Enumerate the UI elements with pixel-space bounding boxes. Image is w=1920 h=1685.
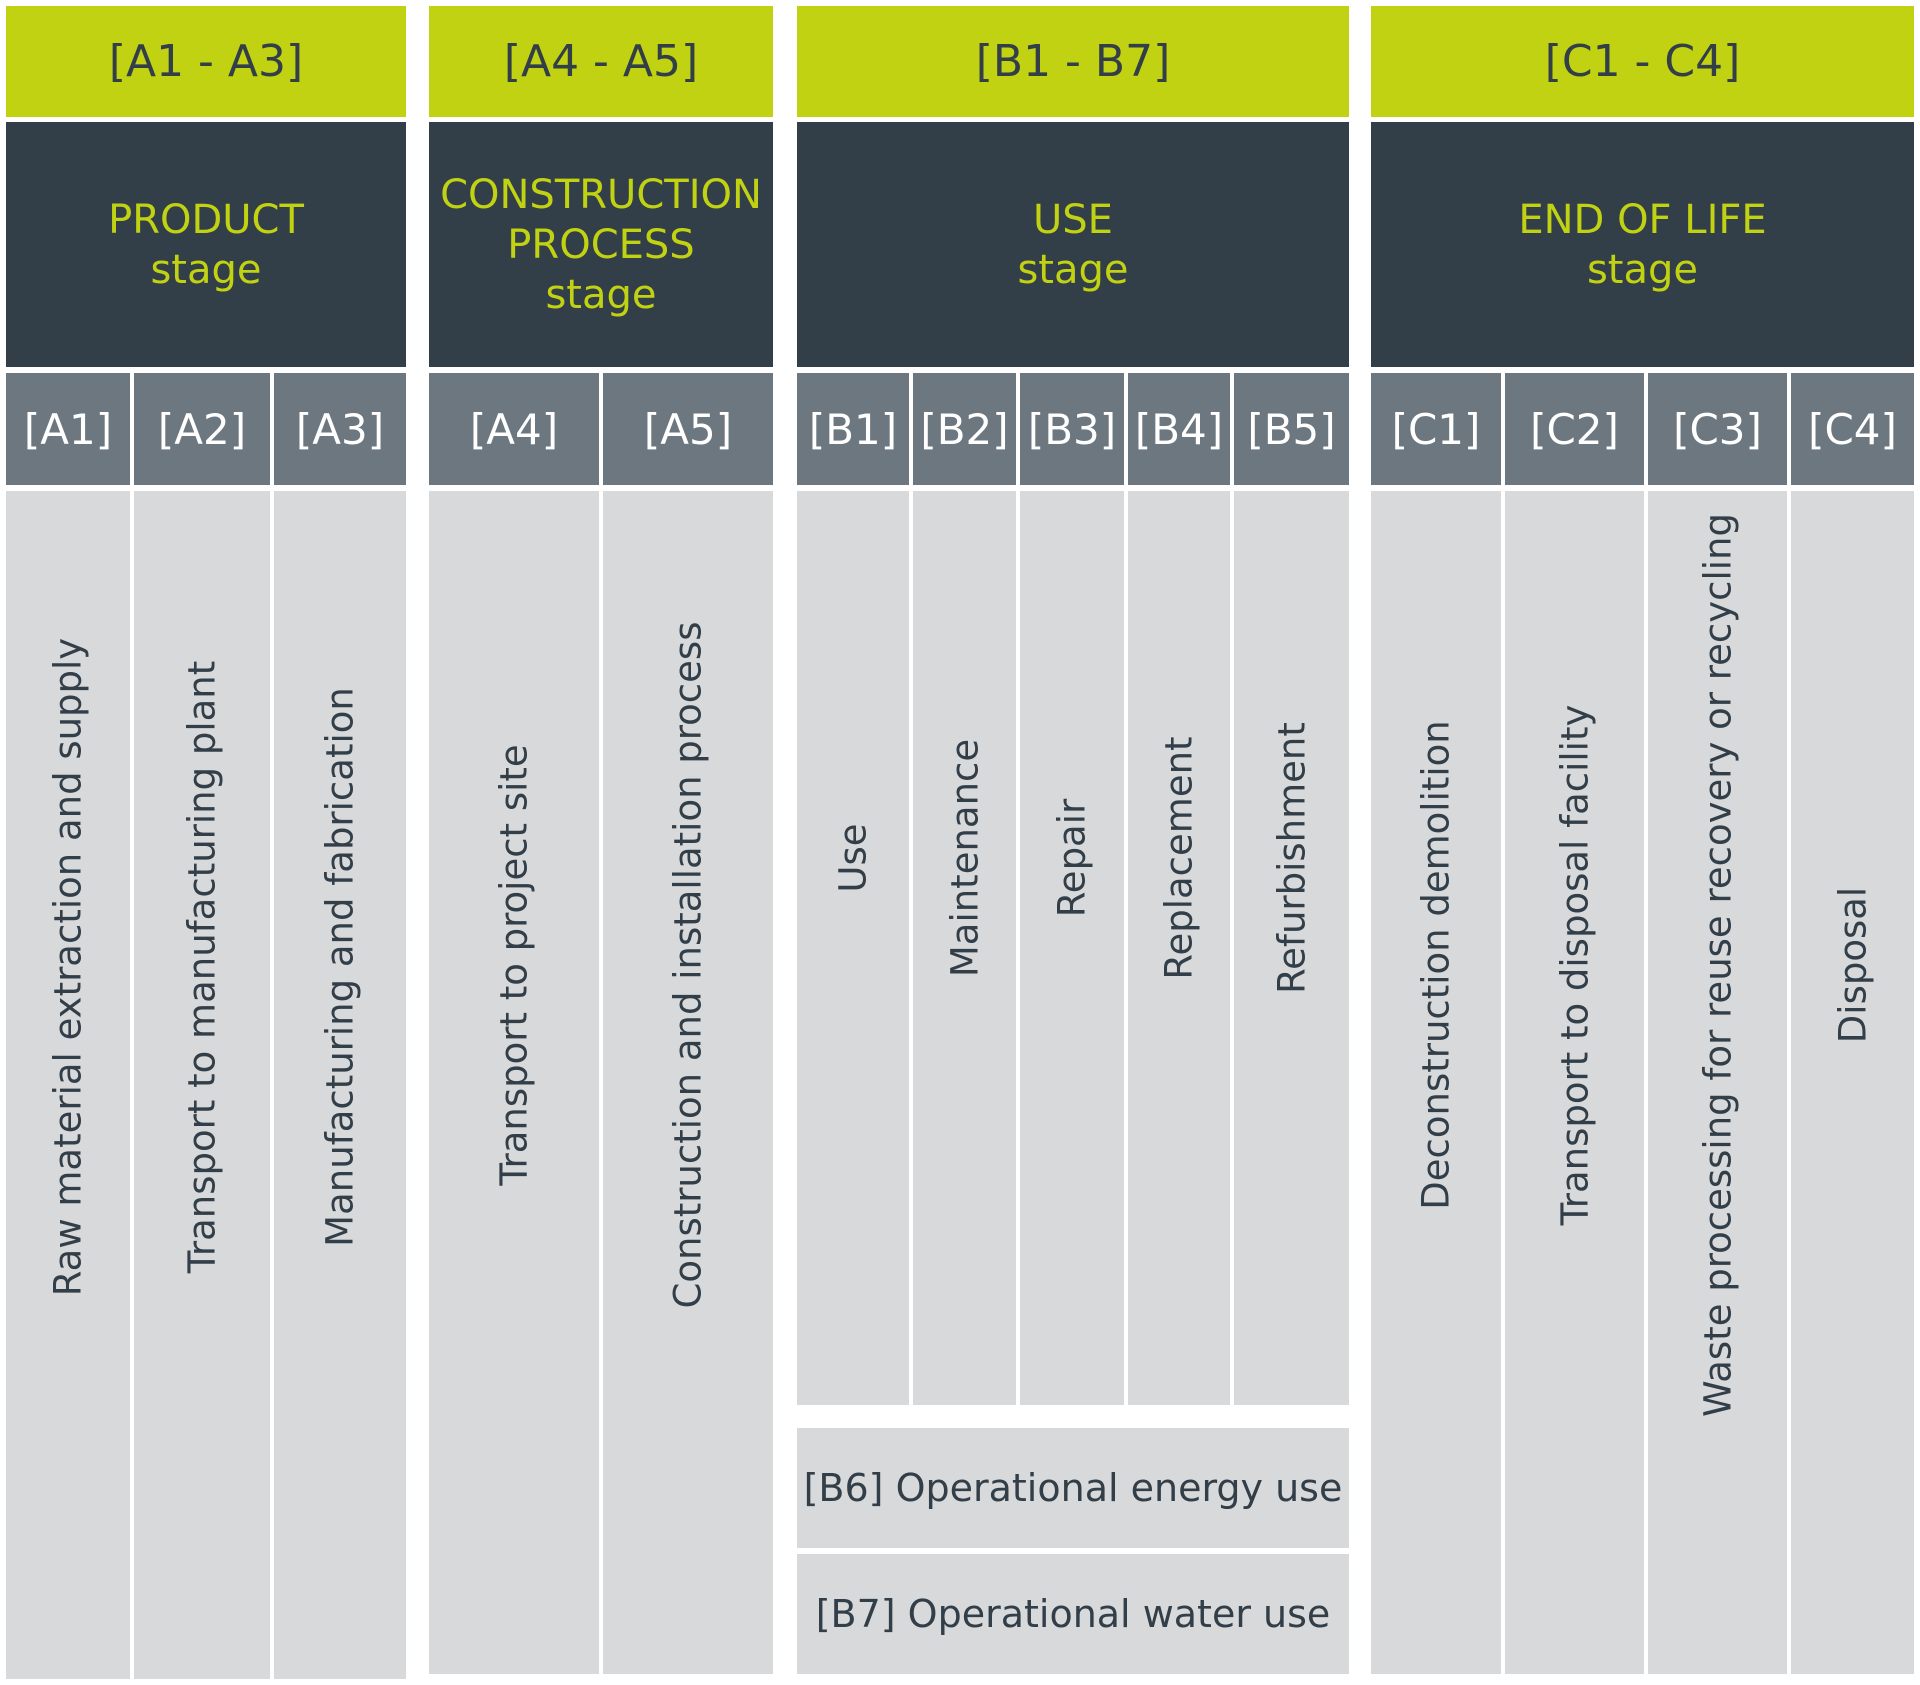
module-desc-label: Replacement xyxy=(1157,736,1201,980)
module-desc-b5: Refurbishment xyxy=(1234,491,1349,1405)
stage-title: END OF LIFE xyxy=(1518,196,1767,243)
module-code-a4: [A4] xyxy=(429,373,599,485)
module-desc-label: Transport to disposal facility xyxy=(1553,704,1596,1225)
stage-suffix: stage xyxy=(150,246,262,293)
stage-construction-process: CONSTRUCTION PROCESS stage xyxy=(429,122,773,367)
group-code-label: [B1 - B7] xyxy=(975,36,1171,87)
stage-use: USE stage xyxy=(797,122,1349,367)
module-desc-label: Construction and installation process xyxy=(666,621,710,1308)
group-code-label: [A4 - A5] xyxy=(503,36,699,87)
module-desc-label: Manufacturing and fabrication xyxy=(318,687,362,1247)
group-code-a4-a5: [A4 - A5] xyxy=(429,6,773,117)
module-desc-c2: Transport to disposal facility xyxy=(1505,491,1644,1674)
stage-end-of-life: END OF LIFE stage xyxy=(1371,122,1914,367)
module-code-label: [C2] xyxy=(1530,404,1619,454)
module-code-c4: [C4] xyxy=(1791,373,1914,485)
module-code-label: [A2] xyxy=(157,404,247,454)
module-desc-b2: Maintenance xyxy=(913,491,1016,1405)
stage-title: PRODUCT xyxy=(108,196,304,243)
module-desc-label: Transport to manufacturing plant xyxy=(180,660,224,1274)
module-code-label: [C4] xyxy=(1808,404,1897,454)
module-code-a3: [A3] xyxy=(274,373,406,485)
module-desc-b4: Replacement xyxy=(1128,491,1230,1405)
module-desc-label: Transport to project site xyxy=(492,743,536,1186)
module-code-b2: [B2] xyxy=(913,373,1016,485)
module-code-b3: [B3] xyxy=(1020,373,1124,485)
group-code-c1-c4: [C1 - C4] xyxy=(1371,6,1914,117)
stage-product: PRODUCT stage xyxy=(6,122,406,367)
module-code-b5: [B5] xyxy=(1234,373,1349,485)
stage-title-line-2: PROCESS xyxy=(507,221,695,268)
module-code-label: [B4] xyxy=(1134,404,1224,454)
module-desc-label: Use xyxy=(831,823,875,893)
module-desc-c1: Deconstruction demolition xyxy=(1371,491,1501,1674)
module-desc-label: Deconstruction demolition xyxy=(1414,719,1458,1210)
operational-water-use: [B7] Operational water use xyxy=(797,1554,1349,1674)
module-desc-label: Raw material extraction and supply xyxy=(46,637,90,1297)
module-desc-label: Waste processing for reuse recovery or r… xyxy=(1696,512,1739,1417)
module-code-c3: [C3] xyxy=(1648,373,1787,485)
module-code-label: [B5] xyxy=(1247,404,1336,454)
module-desc-b3: Repair xyxy=(1020,491,1124,1405)
module-code-label: [B2] xyxy=(920,404,1009,454)
module-desc-c3: Waste processing for reuse recovery or r… xyxy=(1648,491,1787,1674)
module-code-a1: [A1] xyxy=(6,373,130,485)
module-desc-label: Refurbishment xyxy=(1270,722,1313,994)
module-desc-a1: Raw material extraction and supply xyxy=(6,491,130,1679)
module-desc-label: Disposal xyxy=(1831,886,1874,1043)
operational-label: [B6] Operational energy use xyxy=(803,1466,1343,1510)
stage-suffix: stage xyxy=(545,271,657,318)
module-desc-c4: Disposal xyxy=(1791,491,1914,1674)
stage-title: CONSTRUCTION xyxy=(440,171,762,218)
stage-suffix: stage xyxy=(1586,246,1699,293)
module-desc-a4: Transport to project site xyxy=(429,491,599,1674)
module-desc-b1: Use xyxy=(797,491,909,1405)
module-desc-label: Repair xyxy=(1050,798,1094,918)
module-code-a2: [A2] xyxy=(134,373,270,485)
module-code-label: [A5] xyxy=(643,404,733,454)
group-code-label: [A1 - A3] xyxy=(108,36,304,87)
group-code-b1-b7: [B1 - B7] xyxy=(797,6,1349,117)
group-code-label: [C1 - C4] xyxy=(1544,36,1741,87)
stage-suffix: stage xyxy=(1017,246,1129,293)
module-code-label: [A1] xyxy=(23,404,113,454)
module-desc-a2: Transport to manufacturing plant xyxy=(134,491,270,1679)
module-desc-label: Maintenance xyxy=(943,738,986,978)
module-code-a5: [A5] xyxy=(603,373,773,485)
module-code-b1: [B1] xyxy=(797,373,909,485)
group-code-a1-a3: [A1 - A3] xyxy=(6,6,406,117)
module-code-label: [A3] xyxy=(295,404,385,454)
module-code-label: [C1] xyxy=(1391,404,1481,454)
module-desc-a5: Construction and installation process xyxy=(603,491,773,1674)
operational-label: [B7] Operational water use xyxy=(815,1592,1331,1636)
module-code-label: [A4] xyxy=(469,404,559,454)
module-desc-a3: Manufacturing and fabrication xyxy=(274,491,406,1679)
stage-title: USE xyxy=(1033,196,1113,243)
operational-energy-use: [B6] Operational energy use xyxy=(797,1428,1349,1548)
module-code-c1: [C1] xyxy=(1371,373,1501,485)
module-code-c2: [C2] xyxy=(1505,373,1644,485)
module-code-b4: [B4] xyxy=(1128,373,1230,485)
module-code-label: [B1] xyxy=(808,404,898,454)
module-code-label: [C3] xyxy=(1673,404,1762,454)
module-code-label: [B3] xyxy=(1027,404,1117,454)
